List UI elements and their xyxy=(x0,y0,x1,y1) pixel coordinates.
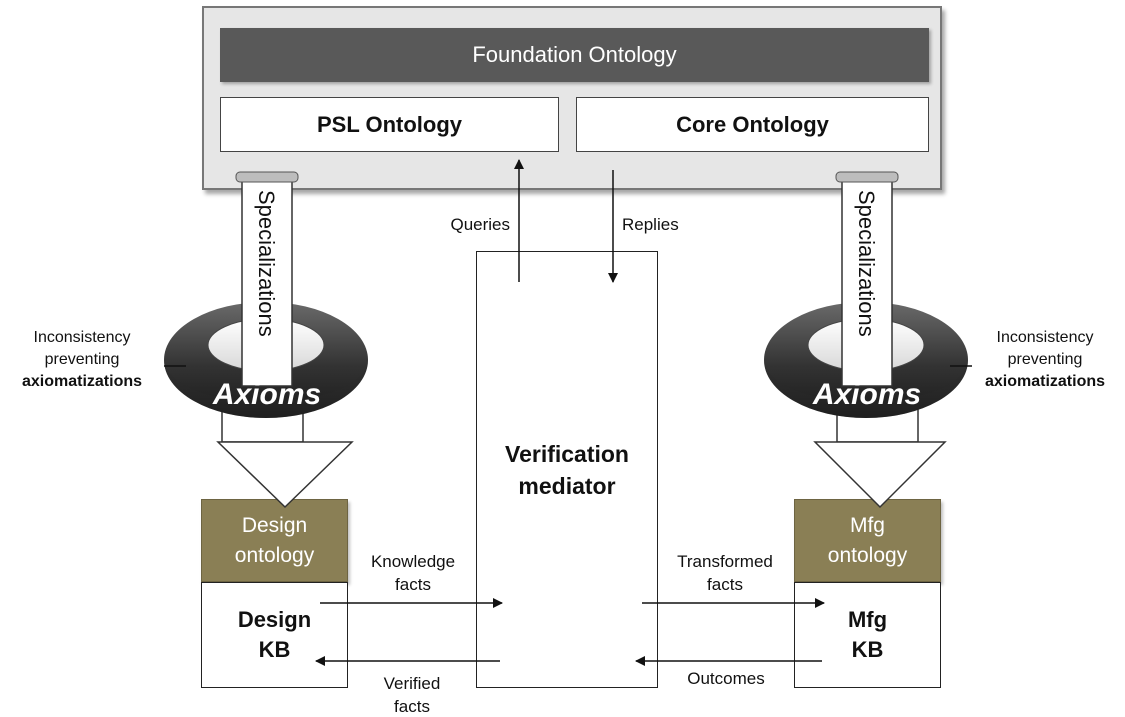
core-ontology-label: Core Ontology xyxy=(676,111,829,137)
mfg-ontology-line2: ontology xyxy=(827,543,908,567)
mfg-kb-line1: Mfg xyxy=(847,607,888,632)
mediator-line2: mediator xyxy=(518,473,616,499)
mediator-line1: Verification xyxy=(505,441,629,467)
right-arrow-head xyxy=(813,441,947,509)
design-kb-box: Design KB xyxy=(201,582,348,688)
left-note-line1: Inconsistency xyxy=(33,329,131,346)
left-axioms-group: Specializations Axioms xyxy=(164,171,368,509)
psl-ontology-box: PSL Ontology xyxy=(220,97,559,152)
verification-mediator-box xyxy=(476,251,658,688)
foundation-ontology-box: Foundation Ontology xyxy=(220,28,929,82)
right-column-collar xyxy=(835,171,899,183)
left-arrow-head xyxy=(216,441,354,509)
right-note-line2: preventing xyxy=(1007,351,1083,368)
right-axioms-label: Axioms xyxy=(812,378,921,411)
left-note-line2: preventing xyxy=(44,351,120,368)
outcomes-label: Outcomes xyxy=(687,669,764,688)
left-note-line3: axiomatizations xyxy=(21,373,143,390)
transformed-facts-line2: facts xyxy=(707,575,743,594)
queries-label: Queries xyxy=(450,215,510,234)
knowledge-facts-line1: Knowledge xyxy=(371,552,455,571)
design-kb-line1: Design xyxy=(237,607,312,632)
design-ontology-box: Design ontology xyxy=(201,499,348,582)
right-specializations-column xyxy=(841,175,893,387)
right-note-line3: axiomatizations xyxy=(984,373,1106,390)
verified-facts-line2: facts xyxy=(394,697,430,716)
transformed-facts-line1: Transformed xyxy=(677,552,773,571)
left-axioms-label: Axioms xyxy=(212,378,321,411)
core-ontology-box: Core Ontology xyxy=(576,97,929,152)
right-specializations-label: Specializations xyxy=(854,190,879,337)
right-note: Inconsistency preventing axiomatizations xyxy=(968,327,1122,393)
verification-mediator-label: Verification mediator xyxy=(476,438,658,502)
left-specializations-column xyxy=(241,175,293,387)
mfg-kb-line2: KB xyxy=(851,637,884,662)
mfg-ontology-line1: Mfg xyxy=(849,513,885,537)
left-specializations-label: Specializations xyxy=(254,190,279,337)
mfg-ontology-box: Mfg ontology xyxy=(794,499,941,582)
psl-ontology-label: PSL Ontology xyxy=(316,111,463,137)
design-ontology-line2: ontology xyxy=(234,543,315,567)
design-kb-line2: KB xyxy=(258,637,291,662)
left-note: Inconsistency preventing axiomatizations xyxy=(4,327,160,393)
replies-label: Replies xyxy=(622,215,679,234)
foundation-ontology-label: Foundation Ontology xyxy=(472,42,677,67)
right-axioms-group: Specializations Axioms xyxy=(764,171,972,509)
design-ontology-line1: Design xyxy=(241,513,308,537)
knowledge-facts-line2: facts xyxy=(395,575,431,594)
right-note-line1: Inconsistency xyxy=(996,329,1094,346)
right-ring-shadow xyxy=(764,360,968,418)
left-column-collar xyxy=(235,171,299,183)
left-ring-shadow xyxy=(164,360,368,418)
verified-facts-line1: Verified xyxy=(384,674,441,693)
